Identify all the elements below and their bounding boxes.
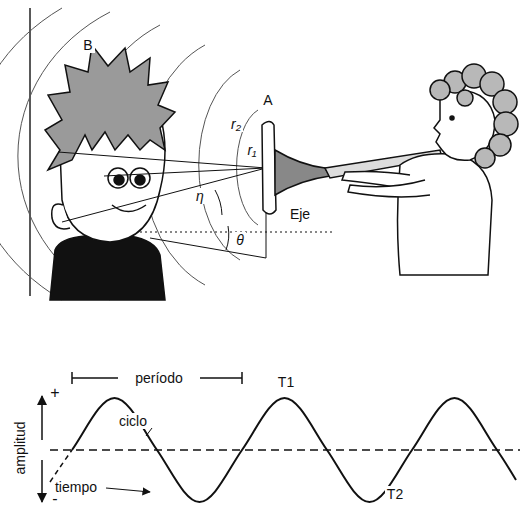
wave-fronts	[0, 8, 258, 300]
time-label: tiempo	[53, 479, 99, 495]
amplitude-label: amplitud	[12, 420, 28, 477]
woman-figure	[342, 64, 518, 275]
angle-label: η	[194, 188, 206, 204]
waveform	[42, 372, 520, 502]
peak-label: T1	[276, 374, 296, 390]
boy-figure	[45, 45, 175, 300]
distance-label: r₁	[245, 142, 258, 158]
angle-label: θ	[234, 232, 246, 248]
plus-sign: +	[48, 384, 61, 402]
axis-label: Eje	[288, 206, 312, 222]
distance-label: r₂	[229, 116, 243, 132]
source-label: A	[261, 92, 274, 108]
period-label: período	[133, 370, 184, 386]
wall-line	[29, 8, 31, 296]
trough-label: T2	[385, 486, 405, 502]
person-label: B	[81, 37, 94, 53]
cycle-label: ciclo	[117, 413, 149, 429]
minus-sign: -	[50, 490, 59, 508]
